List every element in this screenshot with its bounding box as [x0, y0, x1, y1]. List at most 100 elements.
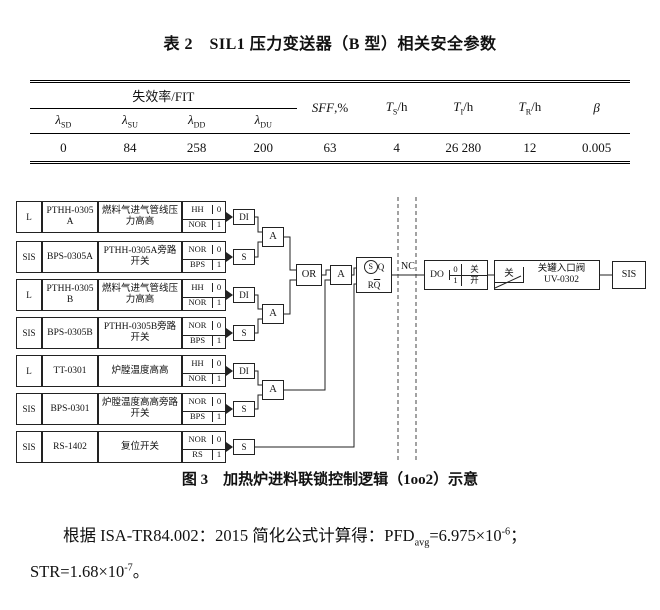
signal-arrow-icon [226, 252, 233, 262]
state-label-1: NOR [188, 243, 207, 254]
input-row-bps-0305a: SIS BPS-0305A PTHH-0305A旁路开关 NOR 0 BPS 1… [12, 241, 660, 273]
and-gate-2: A [262, 304, 284, 324]
col-header-ts: TS/h [363, 81, 430, 134]
state-bit-1: 0 [212, 358, 225, 369]
separator: ； [510, 526, 527, 545]
value-beta: 0.005 [582, 139, 612, 155]
col-header-lambda-du: λDU [229, 108, 297, 134]
state-bit-2: 1 [212, 373, 225, 384]
state-box: NOR 0 BPS 1 [182, 317, 226, 349]
do-output-block: DO 0 关 1 开 [424, 260, 488, 290]
state-label-2: NOR [183, 219, 212, 230]
tag-box: BPS-0305A [42, 241, 98, 273]
signal-arrow-icon [226, 366, 233, 376]
q-bar-output-label: Q [373, 279, 381, 290]
value-lambda-sd: 0 [60, 139, 67, 155]
description-box: 炉膛温度高高旁路开关 [98, 393, 182, 425]
state-label-1: NOR [188, 395, 207, 406]
sis-output-box: SIS [612, 261, 646, 289]
value-ts: 4 [393, 139, 400, 155]
state-label-1: NOR [188, 433, 207, 444]
state-label-1: HH [191, 203, 204, 214]
signal-arrow-icon [226, 212, 233, 222]
state-label-2: NOR [183, 297, 212, 308]
state-label-1: HH [191, 357, 204, 368]
table-data-row: 0 84 258 200 63 4 26 280 12 0.005 [30, 133, 630, 162]
input-row-pthh-0305a: L PTHH-0305A 燃料气进气管线压力高高 HH 0 NOR 1 DI [12, 201, 660, 233]
state-label-2: BPS [183, 259, 212, 270]
description-box: 燃料气进气管线压力高高 [98, 279, 182, 311]
io-type-box: DI [233, 363, 255, 379]
input-row-bps-0301: SIS BPS-0301 炉膛温度高高旁路开关 NOR 0 BPS 1 S [12, 393, 660, 425]
q-output-label: Q [377, 261, 385, 272]
state-bit-1: 0 [212, 282, 225, 293]
pfd-exponent: -6 [501, 526, 511, 538]
state-label-2: BPS [183, 335, 212, 346]
col-header-sff: SFF,% [296, 81, 364, 134]
paragraph-text: 根据 ISA-TR84.002：2015 简化公式计算得：PFD [63, 526, 415, 545]
col-header-ti: TI/h [429, 81, 497, 134]
signal-source-box: SIS [16, 431, 42, 463]
input-row-pthh-0305b: L PTHH-0305B 燃料气进气管线压力高高 HH 0 NOR 1 DI [12, 279, 660, 311]
valve-description-line1: 关罐入口阀 [537, 264, 586, 275]
value-lambda-su: 84 [123, 139, 137, 155]
state-bit-2: 1 [212, 297, 225, 308]
pfd-value: =6.975×10 [429, 526, 502, 545]
state-bit-2: 1 [212, 219, 225, 230]
str-value: STR=1.68×10 [30, 562, 125, 582]
io-type-box: DI [233, 209, 255, 225]
final-element-block: 关 关罐入口阀 UV-0302 [494, 260, 600, 290]
signal-arrow-icon [226, 290, 233, 300]
io-type-box: S [233, 249, 255, 265]
valve-action-cell: 关 [495, 267, 524, 283]
and-gate-1: A [262, 227, 284, 247]
col-header-tr: TR/h [496, 81, 564, 134]
state-label-1: HH [191, 281, 204, 292]
state-bit-2: 1 [212, 449, 225, 460]
description-box: PTHH-0305B旁路开关 [98, 317, 182, 349]
nc-contact-label: NC [401, 261, 415, 272]
tag-box: PTHH-0305A [42, 201, 98, 233]
signal-arrow-icon [226, 328, 233, 338]
table-group-header: 失效率/FIT [30, 81, 297, 109]
sr-latch: S Q R Q [356, 257, 392, 293]
state-box: NOR 0 RS 1 [182, 431, 226, 463]
value-tr: 12 [523, 139, 537, 155]
signal-source-box: SIS [16, 393, 42, 425]
signal-source-box: SIS [16, 317, 42, 349]
input-row-tt-0301: L TT-0301 炉膛温度高高 HH 0 NOR 1 DI [12, 355, 660, 387]
input-row-bps-0305b: SIS BPS-0305B PTHH-0305B旁路开关 NOR 0 BPS 1… [12, 317, 660, 349]
state-bit-2: 1 [212, 335, 225, 346]
reset-input-label: R [367, 279, 374, 290]
io-type-box: S [233, 325, 255, 341]
state-bit-2: 1 [212, 259, 225, 270]
do-bit-1: 1 [450, 275, 462, 286]
state-box: NOR 0 BPS 1 [182, 241, 226, 273]
state-bit-1: 0 [212, 244, 225, 255]
period: 。 [132, 562, 150, 582]
state-bit-2: 1 [212, 411, 225, 422]
do-action-close: 关 [470, 263, 479, 274]
tag-box: BPS-0305B [42, 317, 98, 349]
col-header-beta: β [563, 81, 630, 134]
state-label-2: RS [183, 449, 212, 460]
tag-box: PTHH-0305B [42, 279, 98, 311]
value-lambda-du: 200 [253, 139, 274, 155]
state-box: HH 0 NOR 1 [182, 201, 226, 233]
do-bit-0: 0 [450, 264, 462, 275]
or-gate: OR [296, 264, 322, 286]
state-bit-1: 0 [212, 320, 225, 331]
body-paragraph: 根据 ISA-TR84.002：2015 简化公式计算得：PFDavg=6.97… [30, 518, 634, 590]
signal-source-box: L [16, 201, 42, 233]
pfd-avg-subscript: avg [414, 537, 430, 549]
description-box: PTHH-0305A旁路开关 [98, 241, 182, 273]
state-box: HH 0 NOR 1 [182, 355, 226, 387]
interlock-logic-diagram: L PTHH-0305A 燃料气进气管线压力高高 HH 0 NOR 1 DI S… [12, 193, 660, 465]
signal-arrow-icon [226, 404, 233, 414]
signal-source-box: SIS [16, 241, 42, 273]
and-gate-final: A [330, 265, 352, 285]
safety-parameters-table: 失效率/FIT SFF,% TS/h TI/h TR/h β λSD λSU λ… [30, 80, 630, 164]
io-type-box: S [233, 401, 255, 417]
col-header-lambda-sd: λSD [30, 108, 97, 134]
signal-source-box: L [16, 279, 42, 311]
